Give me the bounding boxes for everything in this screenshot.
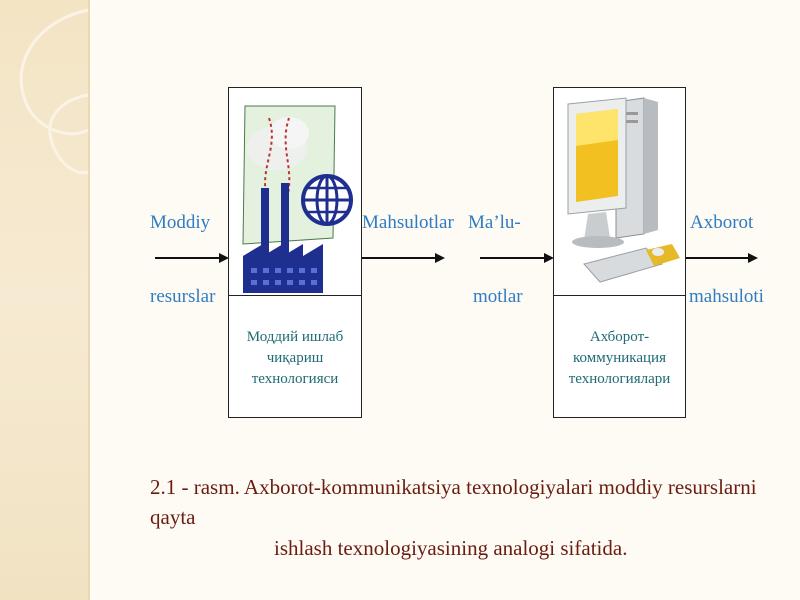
- ict-box-caption: Ахборот- коммуникация технологиялари: [554, 298, 685, 418]
- label-motlar: motlar: [473, 286, 523, 307]
- ict-caption-line: Ахборот-: [589, 328, 650, 345]
- production-technology-box: Моддий ишлаб чиқариш технологияси: [228, 87, 362, 418]
- arrow-moddiy-in: [155, 253, 229, 263]
- production-caption-line: технологияси: [251, 370, 339, 387]
- figure-caption-line-1: 2.1 - rasm. Axborot-kommunikatsiya texno…: [150, 475, 757, 530]
- figure-caption-line-2: ishlash texnologiyasining analogi sifati…: [274, 535, 628, 560]
- factory-globe-icon: [242, 105, 353, 293]
- label-resurslar: resurslar: [150, 286, 216, 307]
- label-mahsuloti: mahsuloti: [689, 286, 764, 307]
- arrow-malumotlar-in: [480, 253, 554, 263]
- ict-image-area: [554, 88, 685, 296]
- production-caption-line: Моддий ишлаб: [246, 328, 344, 345]
- side-divider: [88, 0, 90, 600]
- figure-caption: 2.1 - rasm. Axborot-kommunikatsiya texno…: [150, 472, 770, 563]
- computer-icon: [567, 97, 680, 283]
- label-malu: Ma’lu-: [468, 212, 521, 233]
- label-mahsulotlar: Mahsulotlar: [362, 212, 454, 233]
- ict-technology-box: Ахборот- коммуникация технологиялари: [553, 87, 686, 418]
- decorative-swirl: [19, 8, 89, 175]
- label-moddiy: Moddiy: [150, 212, 211, 233]
- production-box-caption: Моддий ишлаб чиқариш технологияси: [229, 298, 361, 418]
- production-caption-line: чиқариш: [266, 349, 324, 366]
- arrow-axborot-out: [686, 253, 758, 263]
- ict-caption-line: коммуникация: [573, 349, 666, 366]
- production-image-area: [229, 88, 361, 296]
- ict-caption-line: технологиялари: [568, 370, 671, 387]
- arrow-mahsulotlar-out: [361, 253, 445, 263]
- label-axborot: Axborot: [690, 212, 754, 233]
